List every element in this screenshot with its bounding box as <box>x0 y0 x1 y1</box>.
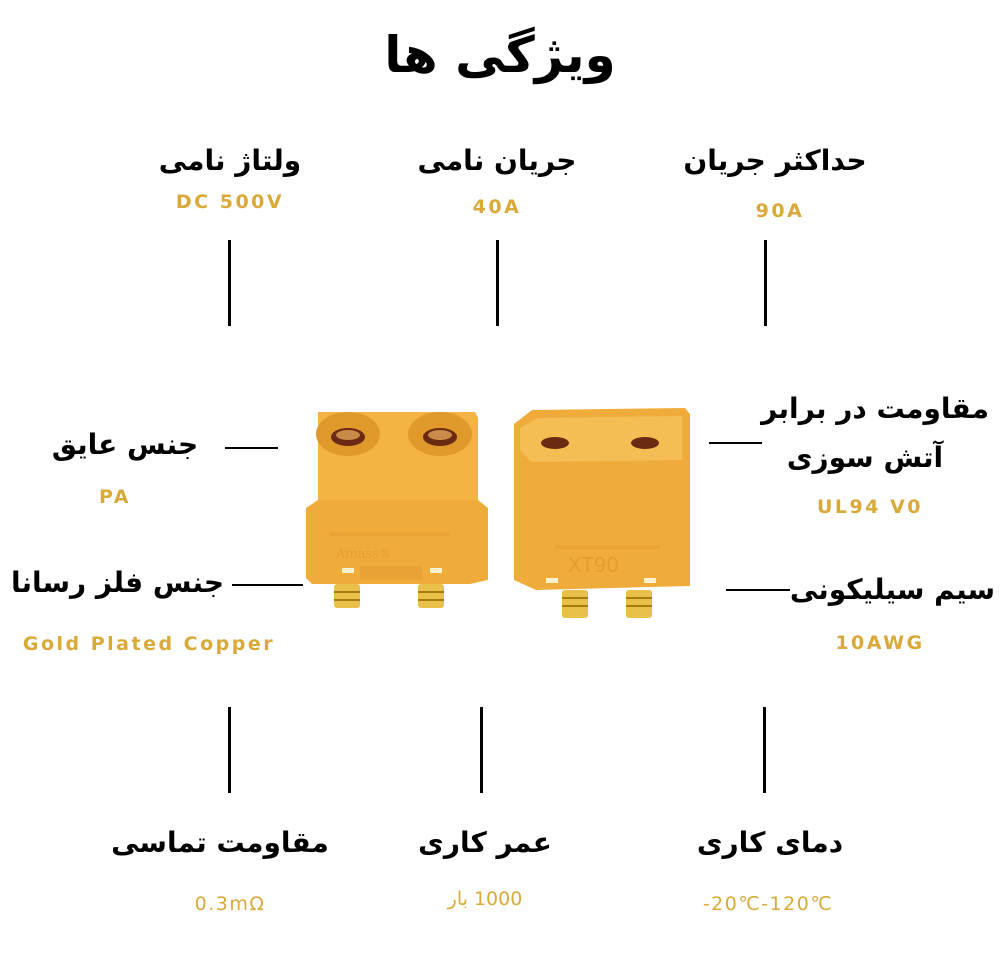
fire-resistance-label-line2: آتش سوزی <box>786 441 944 474</box>
fire-resistance-value: UL94 V0 <box>816 496 923 518</box>
connector-line <box>726 589 790 591</box>
service-life-label: عمر کاری <box>418 826 552 859</box>
insulator-material-label: جنس عایق <box>51 428 199 461</box>
operating-temp-value: -20℃-120℃ <box>702 893 834 915</box>
svg-text:Amass®: Amass® <box>335 547 392 562</box>
rated-voltage-value: DC 500V <box>175 191 285 213</box>
service-life-value: 1000 بار <box>447 888 523 910</box>
page-title: ویژگی ها <box>384 26 616 84</box>
conductor-material-label: جنس فلز رسانا <box>10 566 225 599</box>
insulator-material-value: PA <box>99 486 131 508</box>
contact-resistance-value: 0.3mΩ <box>194 893 266 915</box>
connector-line <box>480 707 483 793</box>
connector-line <box>225 447 278 449</box>
operating-temp-label: دمای کاری <box>696 826 844 859</box>
rated-current-value: 40A <box>472 196 522 218</box>
connector-line <box>228 707 231 793</box>
contact-resistance-label: مقاومت تماسی <box>111 826 329 859</box>
connector-line <box>228 240 231 326</box>
silicone-wire-label: سیم سیلیکونی <box>789 573 996 606</box>
connector-line <box>764 240 767 326</box>
connector-photo-icon: Amass® XT90 <box>306 408 690 618</box>
connector-line <box>496 240 499 326</box>
xt90-connector-image: Amass® XT90 <box>300 400 710 630</box>
max-current-value: 90A <box>755 200 805 222</box>
rated-voltage-label: ولتاژ نامی <box>158 144 302 177</box>
conductor-material-value: Gold Plated Copper <box>22 633 276 655</box>
connector-line <box>709 442 762 444</box>
silicone-wire-value: 10AWG <box>835 632 925 654</box>
max-current-label: حداکثر جریان <box>683 144 867 177</box>
connector-line <box>763 707 766 793</box>
svg-text:XT90: XT90 <box>568 553 619 577</box>
rated-current-label: جریان نامی <box>417 144 577 177</box>
fire-resistance-label-line1: مقاومت در برابر <box>761 392 989 425</box>
connector-line <box>232 584 303 586</box>
